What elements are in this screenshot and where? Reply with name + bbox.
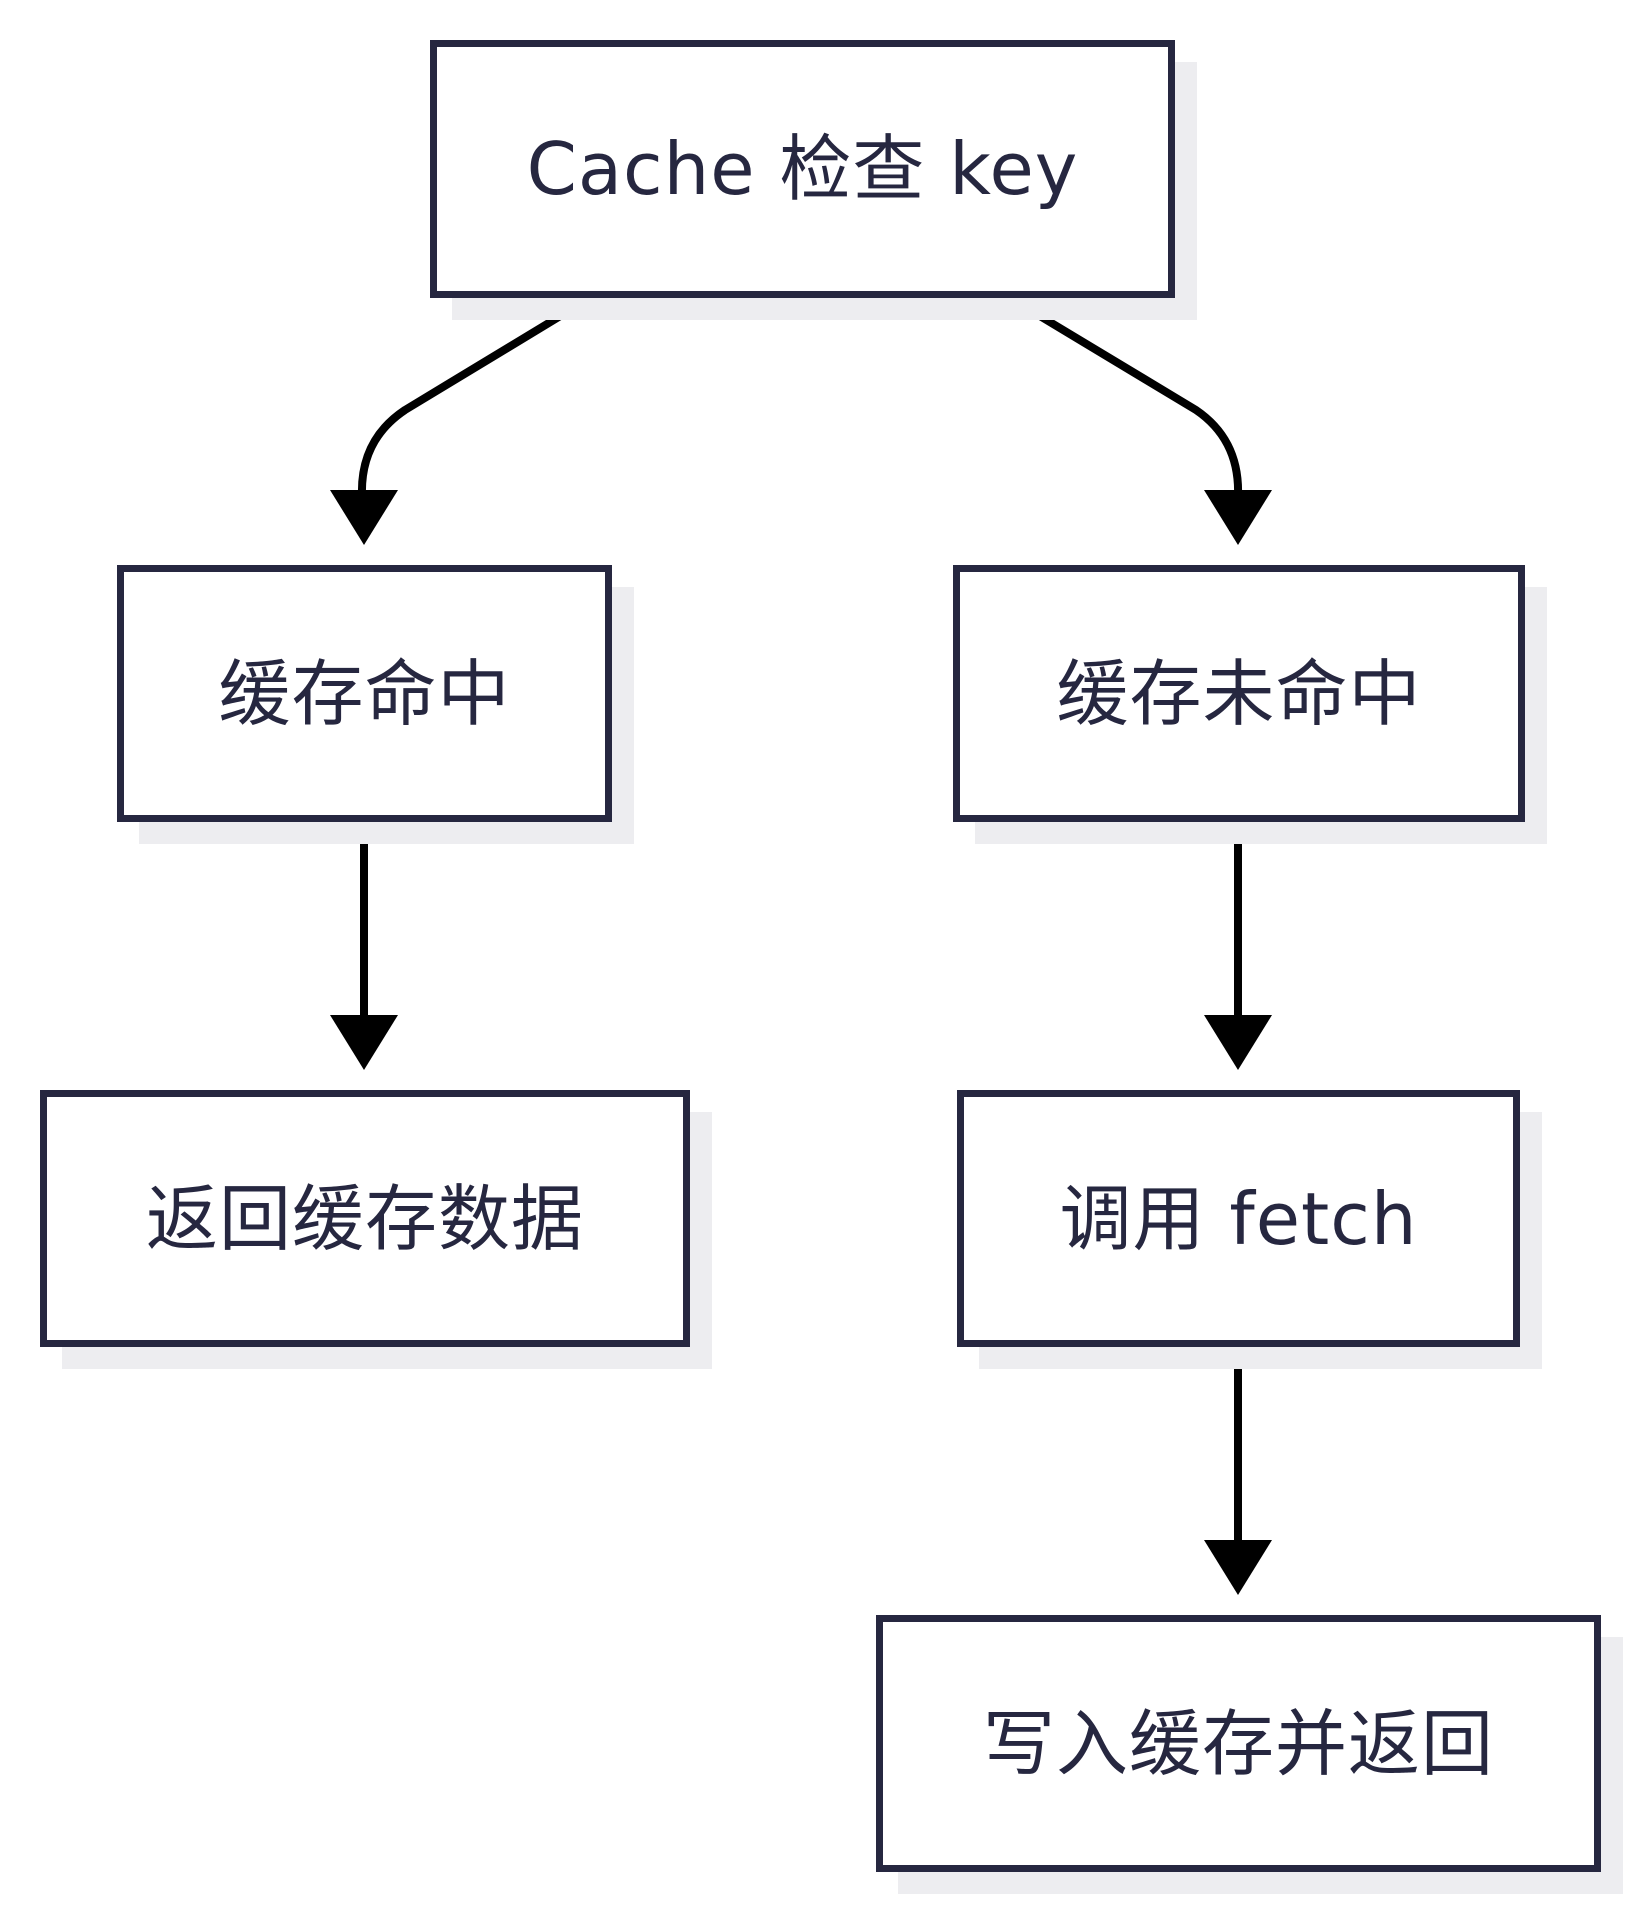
node-cache-check: Cache 检查 key [430, 40, 1175, 298]
node-cache-check-label: Cache 检查 key [526, 127, 1079, 211]
node-write-return-label: 写入缓存并返回 [982, 1701, 1494, 1786]
node-write-return: 写入缓存并返回 [876, 1615, 1601, 1872]
node-cache-hit: 缓存命中 [117, 565, 612, 822]
edge-start-to-hit [357, 294, 593, 497]
node-cache-miss-label: 缓存未命中 [1056, 651, 1422, 736]
node-cache-miss: 缓存未命中 [953, 565, 1525, 822]
node-cache-hit-label: 缓存命中 [218, 651, 511, 736]
edge-start-to-miss [1007, 294, 1243, 497]
arrowhead-hit [330, 490, 398, 545]
arrowhead-return [330, 1015, 398, 1070]
node-call-fetch: 调用 fetch [957, 1090, 1520, 1347]
arrowhead-fetch [1204, 1015, 1272, 1070]
node-return-cached: 返回缓存数据 [40, 1090, 690, 1347]
node-call-fetch-label: 调用 fetch [1059, 1176, 1418, 1261]
arrowhead-miss [1204, 490, 1272, 545]
node-return-cached-label: 返回缓存数据 [145, 1176, 584, 1261]
arrowhead-write [1204, 1540, 1272, 1595]
